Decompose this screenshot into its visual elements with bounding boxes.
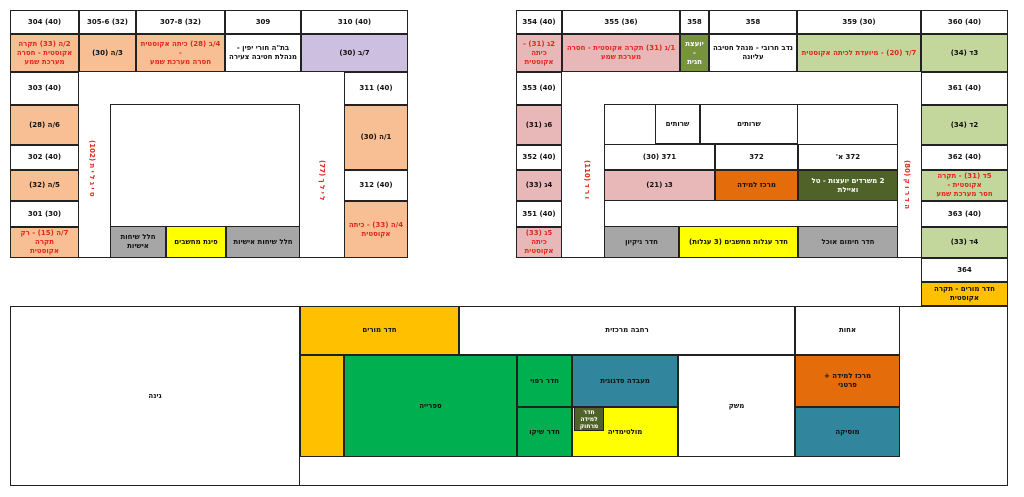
room-355[interactable]: (36) 355 bbox=[562, 10, 680, 34]
room-312[interactable]: (40) 312 bbox=[344, 170, 408, 201]
room-g5[interactable]: 5ג (33) כיתה אקוסטית bbox=[516, 227, 562, 258]
corridor-label-vered: ו ר ד (110) bbox=[583, 160, 591, 200]
room-d7[interactable]: 7/ד (20) - מיועדת לכיתה אקוסטית bbox=[797, 34, 921, 72]
room-362[interactable]: (40) 362 bbox=[921, 145, 1008, 170]
corridor-label-hadar: ה ד ר ו ק (80) bbox=[903, 160, 911, 210]
individual-learning-center[interactable]: מרכז למידה + פרטני bbox=[795, 355, 900, 407]
library[interactable]: ספרייה bbox=[344, 355, 517, 457]
counselor-office-hagit[interactable]: יועצת - חגית bbox=[680, 34, 709, 72]
restrooms-2[interactable]: שרותים bbox=[700, 104, 798, 144]
teachers-room-annex bbox=[300, 355, 344, 457]
room-d2[interactable]: 2ד (34) bbox=[921, 105, 1008, 145]
garden[interactable]: גינה bbox=[10, 306, 300, 486]
computer-corner[interactable]: פינת מחשבים bbox=[166, 226, 226, 258]
room-g4[interactable]: 4ג (33) bbox=[516, 170, 562, 201]
room-371[interactable]: 371 (30) bbox=[604, 144, 715, 170]
room-310[interactable]: (40) 310 bbox=[301, 10, 408, 34]
room-d5[interactable]: 5ד (31) - תקרה אקוסטית - חסר מערכת שמע bbox=[921, 170, 1008, 201]
room-354[interactable]: (40) 354 bbox=[516, 10, 562, 34]
teachers-room-acoustic[interactable]: חדר מורים - תקרה אקוסטית bbox=[921, 282, 1008, 306]
office-high-school-principal[interactable]: נדב חרובי - מנהל חטיבה עליונה bbox=[709, 34, 797, 72]
learning-center[interactable]: מרכז למידה bbox=[715, 170, 798, 201]
room-b4[interactable]: 4/ב (28) כיתה אקוסטית - חסרה מערכת שמע bbox=[136, 34, 225, 72]
room-359[interactable]: (30) 359 bbox=[797, 10, 921, 34]
room-303[interactable]: (40) 303 bbox=[10, 72, 79, 105]
room-g2[interactable]: 2ג (31) - כיתה אקוסטית bbox=[516, 34, 562, 72]
room-g6[interactable]: 6ג (31) bbox=[516, 105, 562, 145]
cleaning-room[interactable]: חדר ניקיון bbox=[604, 226, 679, 258]
teachers-room[interactable]: חדר מורים bbox=[300, 306, 459, 355]
nurse-room[interactable]: אחות bbox=[795, 306, 900, 355]
room-302[interactable]: (40) 302 bbox=[10, 145, 79, 170]
central-plaza[interactable]: רחבה מרכזית bbox=[459, 306, 795, 355]
rehab-room[interactable]: חדר שיקו bbox=[517, 407, 572, 457]
room-d4[interactable]: 4ד (33) bbox=[921, 227, 1008, 258]
office-junior-high-principal[interactable]: בת"ה חורי יפין - מנהלת חטיבה צעירה bbox=[225, 34, 301, 72]
room-305-6[interactable]: (32) 305-6 bbox=[79, 10, 136, 34]
room-h7[interactable]: 7/ה (15) - רק תקרה אקוסטית bbox=[10, 227, 79, 258]
room-352[interactable]: (40) 352 bbox=[516, 145, 562, 170]
restrooms-1[interactable]: שרותים bbox=[655, 104, 700, 144]
remote-learning-room[interactable]: חדר למידה מרחוק bbox=[574, 407, 604, 431]
room-b7[interactable]: 7/ב (30) bbox=[301, 34, 408, 72]
room-h4[interactable]: 4/ה (33) - כיתה אקוסטית bbox=[344, 201, 408, 258]
room-304[interactable]: (40) 304 bbox=[10, 10, 79, 34]
room-h3[interactable]: 3/ה (30) bbox=[79, 34, 136, 72]
private-talks-space-2[interactable]: חלל שיחות אישיות bbox=[226, 226, 300, 258]
room-358-a[interactable]: 358 bbox=[680, 10, 709, 34]
corridor-label-lilach: ל י ל ך (77) bbox=[318, 160, 326, 201]
room-h5[interactable]: 5/ה (32) bbox=[10, 170, 79, 201]
room-309[interactable]: 309 bbox=[225, 10, 301, 34]
room-311[interactable]: (40) 311 bbox=[344, 72, 408, 105]
kitchen-room[interactable]: משק bbox=[678, 355, 795, 457]
computer-carts-room[interactable]: חדר עגלות מחשבים (3 עגלות) bbox=[679, 226, 798, 258]
room-h6[interactable]: 6/ה (28) bbox=[10, 105, 79, 145]
room-358-b[interactable]: 358 bbox=[709, 10, 797, 34]
room-372[interactable]: 372 bbox=[715, 144, 798, 170]
pedagogical-lab[interactable]: מעבדה פדגוגית bbox=[572, 355, 678, 407]
room-361[interactable]: (40) 361 bbox=[921, 72, 1008, 105]
room-307-8[interactable]: (32) 307-8 bbox=[136, 10, 225, 34]
room-g3[interactable]: 3ג (21) bbox=[604, 170, 715, 201]
corridor-label-sigalit: ס י ג ל י ת (102) bbox=[88, 140, 96, 197]
room-372a[interactable]: 372 א' bbox=[798, 144, 898, 170]
private-talks-space-1[interactable]: חלל שיחות אישיות bbox=[110, 226, 166, 258]
music-room[interactable]: מוסיקה bbox=[795, 407, 900, 457]
room-364[interactable]: 364 bbox=[921, 258, 1008, 282]
room-h2[interactable]: 2/ה (33) תקרה אקוסטית - חסרה מערכת שמע bbox=[10, 34, 79, 72]
treatment-room[interactable]: חדר רפוי bbox=[517, 355, 572, 407]
room-351[interactable]: (40) 351 bbox=[516, 201, 562, 227]
counselors-offices[interactable]: 2 משרדים יועצות - טל ואיילת bbox=[798, 170, 898, 201]
room-d3[interactable]: 3ד (34) bbox=[921, 34, 1008, 72]
food-warming-room[interactable]: חדר חימום אוכל bbox=[798, 226, 898, 258]
room-363[interactable]: (40) 363 bbox=[921, 201, 1008, 227]
room-353[interactable]: (40) 353 bbox=[516, 72, 562, 105]
room-g1[interactable]: 1/ג (31) תקרה אקוסטית - חסרה מערכת שמע bbox=[562, 34, 680, 72]
room-301[interactable]: (30) 301 bbox=[10, 201, 79, 227]
room-360[interactable]: (40) 360 bbox=[921, 10, 1008, 34]
room-h1[interactable]: 1/ה (30) bbox=[344, 105, 408, 170]
